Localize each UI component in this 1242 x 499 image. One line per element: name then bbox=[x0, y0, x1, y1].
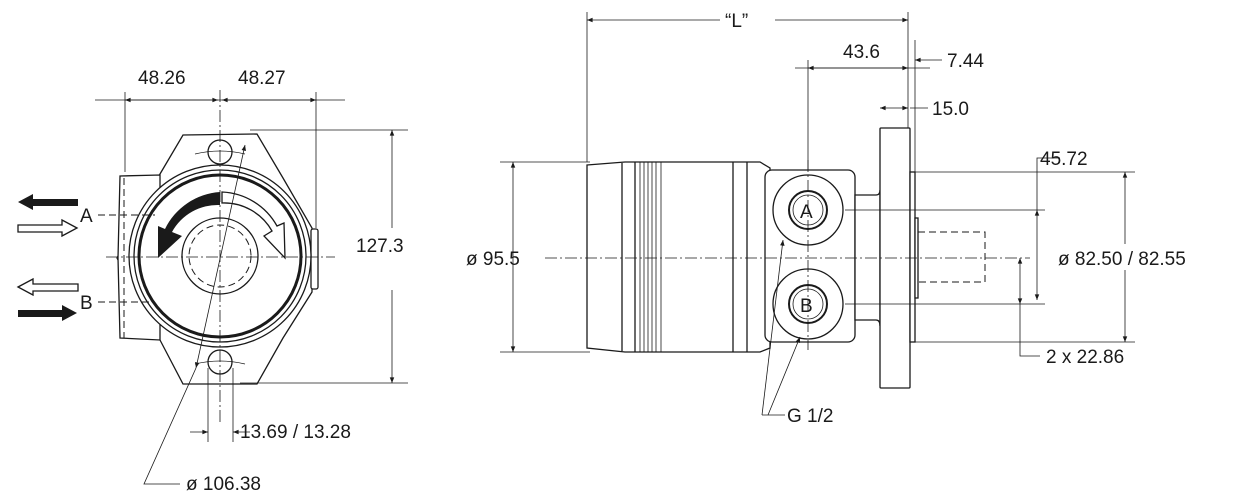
body-grooves bbox=[639, 162, 662, 352]
dim-bolt-hole: 13.69 / 13.28 bbox=[240, 422, 351, 443]
pilot bbox=[909, 171, 916, 343]
dim-right-width: 48.27 bbox=[238, 68, 286, 89]
inflow-arrow-b bbox=[18, 305, 77, 321]
side-boss bbox=[310, 228, 319, 290]
dim-bolt-circle: ø 106.38 bbox=[186, 474, 261, 495]
dim-body-diameter: ø 95.5 bbox=[466, 249, 520, 270]
side-view: A B “L” 43.6 7.44 15.0 ø 95.5 45.72 ø 82… bbox=[466, 11, 1235, 427]
front-view: A B 48.26 48.27 127.3 13.69 / 13.28 ø 10… bbox=[16, 68, 408, 495]
dim-pilot: 7.44 bbox=[947, 51, 984, 72]
port-b: B bbox=[772, 268, 844, 340]
outflow-arrow-a bbox=[18, 194, 78, 210]
dim-pilot-diameter: ø 82.50 / 82.55 bbox=[1058, 249, 1186, 270]
dim-port-offset: 43.6 bbox=[843, 42, 880, 63]
port-b-label: B bbox=[800, 296, 813, 317]
dim-height: 127.3 bbox=[356, 236, 404, 257]
dim-left-width: 48.26 bbox=[138, 68, 186, 89]
shaft-hidden bbox=[917, 231, 986, 283]
port-b-label: B bbox=[80, 293, 93, 314]
rotation-ccw-arrow bbox=[158, 192, 220, 258]
outflow-arrow-b bbox=[16, 277, 79, 297]
dim-port-spacing: 45.72 bbox=[1040, 149, 1088, 170]
inflow-arrow-a bbox=[17, 218, 79, 238]
port-a-label: A bbox=[800, 202, 813, 223]
port-a-label: A bbox=[80, 206, 93, 227]
dim-half-spacing: 2 x 22.86 bbox=[1046, 347, 1124, 368]
dim-flange: 15.0 bbox=[932, 99, 969, 120]
port-thread: G 1/2 bbox=[787, 406, 833, 427]
motor-body bbox=[586, 161, 771, 353]
dim-length: “L” bbox=[725, 11, 748, 32]
